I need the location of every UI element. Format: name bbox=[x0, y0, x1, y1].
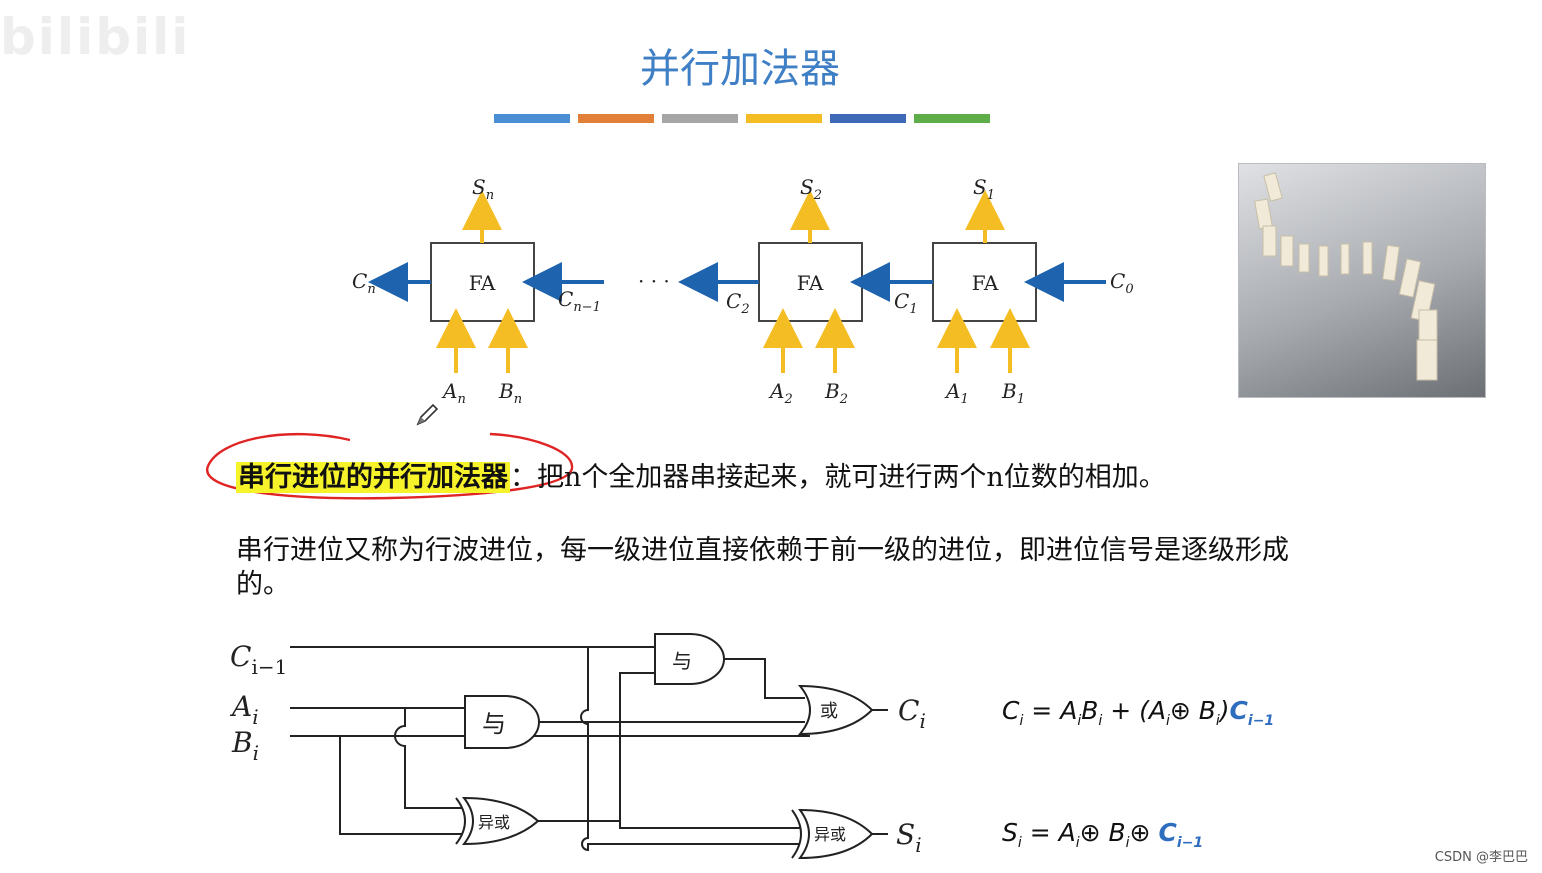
input-b-label: Bi bbox=[231, 726, 259, 765]
input-b-n: Bn bbox=[498, 379, 522, 407]
fa-chain-diagram: FA FA FA Sn S2 S1 An Bn A2 B2 A1 B1 Cn C… bbox=[352, 175, 1134, 407]
carry-formula: Ci = AiBi + (Ai⊕ Bi)Ci−1 bbox=[1002, 696, 1275, 729]
sum-label-n: Sn bbox=[472, 175, 494, 203]
input-b-2: B2 bbox=[824, 379, 848, 407]
pencil-cursor-icon bbox=[416, 403, 439, 426]
sum-formula: Si = Ai⊕ Bi⊕ Ci−1 bbox=[1002, 818, 1204, 851]
sum-label-2: S2 bbox=[800, 175, 822, 203]
sum-label-1: S1 bbox=[973, 175, 995, 203]
title-color-bars bbox=[494, 114, 990, 123]
carry-label-2: C2 bbox=[726, 289, 750, 317]
xor-gate-1-label: 异或 bbox=[478, 813, 510, 832]
input-a-label: Ai bbox=[229, 690, 259, 729]
output-c-label: Ci bbox=[898, 694, 926, 733]
or-gate bbox=[797, 684, 874, 736]
color-bar bbox=[494, 114, 570, 123]
carry-label-0: C0 bbox=[1110, 269, 1134, 297]
output-s-label: Si bbox=[896, 818, 922, 857]
carry-label-1: C1 bbox=[894, 289, 918, 317]
highlighted-term: 串行进位的并行加法器 bbox=[236, 462, 510, 493]
carry-label-nm1: Cn−1 bbox=[558, 287, 601, 315]
input-b-1: B1 bbox=[1001, 379, 1025, 407]
domino-photo bbox=[1238, 163, 1486, 398]
bilibili-watermark: bilibili bbox=[0, 8, 191, 66]
and-gate-1-label: 与 bbox=[482, 710, 506, 738]
input-c-label: Ci−1 bbox=[230, 640, 287, 679]
fa-label: FA bbox=[972, 271, 999, 295]
xor-gate-2 bbox=[798, 808, 874, 860]
fa-label: FA bbox=[797, 271, 824, 295]
or-gate-label: 或 bbox=[820, 701, 838, 722]
ellipsis: · · · bbox=[638, 269, 670, 293]
color-bar bbox=[914, 114, 990, 123]
color-bar bbox=[578, 114, 654, 123]
sentence-rest: ：把n个全加器串接起来，就可进行两个n位数的相加。 bbox=[510, 462, 1166, 493]
and-gate-2 bbox=[654, 633, 725, 685]
color-bar bbox=[662, 114, 738, 123]
input-a-1: A1 bbox=[944, 379, 969, 407]
slide-title: 并行加法器 bbox=[640, 46, 840, 92]
csdn-footer: CSDN @李巴巴 bbox=[1434, 850, 1528, 865]
serial-carry-sentence: 串行进位的并行加法器：把n个全加器串接起来，就可进行两个n位数的相加。 bbox=[236, 455, 1166, 494]
color-bar bbox=[830, 114, 906, 123]
fa-label: FA bbox=[469, 271, 496, 295]
full-adder-gate-diagram: 与 与 或 异或 异或 Ci−1 Ai Bi Ci Si bbox=[229, 633, 926, 860]
carry-label-n: Cn bbox=[352, 269, 376, 297]
color-bar bbox=[746, 114, 822, 123]
xor-gate-2-label: 异或 bbox=[814, 825, 846, 844]
xor-gate-1 bbox=[461, 796, 540, 846]
and-gate-2-label: 与 bbox=[672, 649, 692, 673]
and-gate-1 bbox=[464, 695, 540, 749]
ripple-carry-paragraph: 串行进位又称为行波进位，每一级进位直接依赖于前一级的进位，即进位信号是逐级形成的… bbox=[236, 535, 1289, 600]
red-circle-annotation bbox=[206, 432, 574, 500]
input-a-n: An bbox=[441, 379, 466, 407]
input-a-2: A2 bbox=[768, 379, 793, 407]
domino-image bbox=[1254, 172, 1438, 381]
